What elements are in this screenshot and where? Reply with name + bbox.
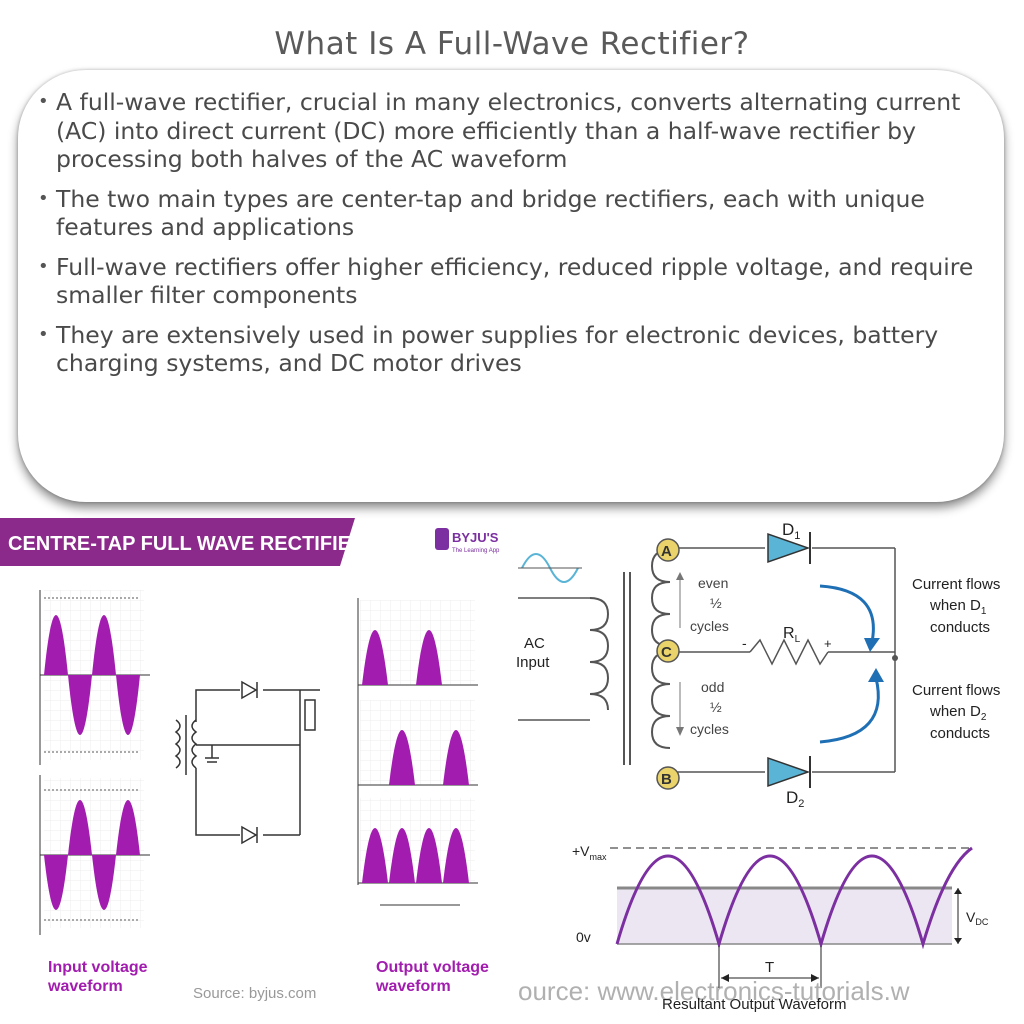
arrow-up-icon bbox=[676, 572, 684, 580]
ac-input-label-2: Input bbox=[516, 654, 550, 671]
diode-d2-icon bbox=[241, 825, 258, 845]
current-flows-d1-line2: when D1 bbox=[929, 597, 987, 617]
banner-title: CENTRE-TAP FULL WAVE RECTIFIER bbox=[8, 533, 366, 555]
input-caption-line-2: waveform bbox=[47, 978, 123, 995]
node-c-icon bbox=[656, 639, 680, 663]
logo-text: BYJU'S bbox=[452, 530, 499, 545]
resistor-label: RL bbox=[783, 625, 801, 645]
source-credit: Source: byjus.com bbox=[193, 985, 316, 1002]
resistor-minus: - bbox=[742, 635, 747, 651]
node-a-label: A bbox=[661, 543, 672, 560]
transformer bbox=[589, 548, 671, 765]
diode-d1-icon bbox=[241, 680, 258, 700]
period-label: T bbox=[765, 959, 774, 976]
diode-d2-label: D2 bbox=[786, 788, 804, 810]
current-flows-d1-line3: conducts bbox=[930, 619, 990, 636]
watermark: ource: www.electronics-tutorials.w bbox=[518, 976, 910, 1006]
arrow-down-icon bbox=[676, 727, 684, 736]
bridge-figure: AC Input D1 D2 RL - + A C B even ½ bbox=[516, 520, 1000, 1013]
even-half-label: ½ bbox=[710, 595, 722, 611]
output-waveform-caption: Resultant Output Waveform bbox=[662, 996, 847, 1013]
zero-volt-label: 0v bbox=[576, 929, 591, 945]
centre-tap-figure: CENTRE-TAP FULL WAVE RECTIFIER BYJU'S Th… bbox=[0, 518, 500, 1002]
current-flows-d2-line3: conducts bbox=[930, 725, 990, 742]
bullet-item: The two main types are center-tap and br… bbox=[36, 185, 986, 242]
node-c-label: C bbox=[661, 644, 672, 661]
current-flows-d1-line1: Current flows bbox=[912, 576, 1000, 593]
output-waveform bbox=[610, 846, 973, 988]
bullet-list: A full-wave rectifier, crucial in many e… bbox=[36, 88, 986, 389]
input-caption-line-1: Input voltage bbox=[48, 959, 148, 976]
bullet-item: Full-wave rectifiers offer higher effici… bbox=[36, 253, 986, 310]
odd-half-label: ½ bbox=[710, 699, 722, 715]
diode-d1-icon bbox=[767, 532, 811, 564]
odd-cycles-label: cycles bbox=[690, 721, 729, 737]
even-cycles-label: cycles bbox=[690, 618, 729, 634]
logo-subtitle: The Learning App bbox=[452, 548, 500, 554]
current-flows-d2-line1: Current flows bbox=[912, 682, 1000, 699]
byjus-logo-icon bbox=[435, 528, 449, 550]
vdc-label: VDC bbox=[966, 909, 989, 927]
vmax-label: +Vmax bbox=[572, 843, 607, 862]
current-arrow-d1-icon bbox=[819, 584, 875, 643]
bullet-item: A full-wave rectifier, crucial in many e… bbox=[36, 88, 986, 174]
odd-label: odd bbox=[701, 679, 724, 695]
current-arrow-d2-icon bbox=[819, 677, 880, 744]
centre-tap-circuit bbox=[174, 689, 320, 836]
even-label: even bbox=[698, 575, 728, 591]
banner bbox=[0, 518, 355, 566]
input-waveform-1 bbox=[39, 590, 150, 765]
diode-d2-icon bbox=[767, 756, 811, 788]
output-waveforms bbox=[357, 598, 478, 906]
node-b-icon bbox=[656, 766, 680, 790]
input-waveform-2 bbox=[39, 775, 150, 935]
output-caption-line-2: waveform bbox=[375, 978, 451, 995]
diode-d1-label: D1 bbox=[782, 520, 800, 542]
ac-input-label-1: AC bbox=[524, 635, 545, 652]
bullet-item: They are extensively used in power suppl… bbox=[36, 321, 986, 378]
output-caption-line-1: Output voltage bbox=[376, 959, 489, 976]
node-a-icon bbox=[656, 538, 680, 562]
resistor-plus: + bbox=[824, 636, 832, 651]
current-flows-d2-line2: when D2 bbox=[929, 703, 987, 723]
node-b-label: B bbox=[661, 771, 672, 788]
page-title: What Is A Full-Wave Rectifier? bbox=[274, 26, 750, 62]
